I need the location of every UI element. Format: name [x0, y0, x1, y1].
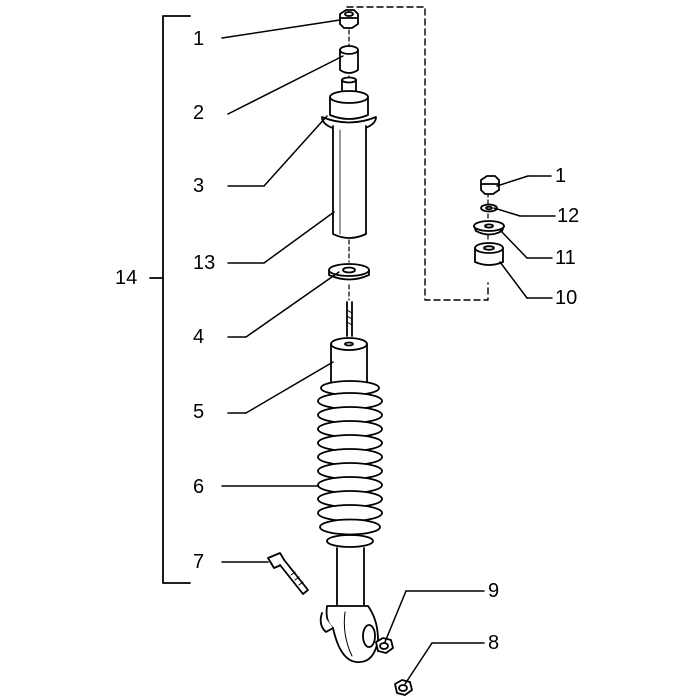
- callout-5: 5: [193, 401, 205, 423]
- part-damper: [330, 301, 368, 393]
- part-upper-cover: [321, 76, 377, 239]
- callout-12: 12: [557, 205, 580, 227]
- callout-8: 8: [488, 632, 500, 654]
- part-nut-right: [480, 175, 500, 195]
- part-rubber-bushing: [474, 242, 504, 266]
- part-cup-washer: [473, 220, 505, 236]
- callout-9: 9: [488, 580, 500, 602]
- assembly-bracket: [162, 15, 191, 584]
- part-bolt: [267, 552, 309, 595]
- part-washer: [328, 263, 370, 281]
- callout-3: 3: [193, 175, 205, 197]
- callout-1: 1: [193, 28, 205, 50]
- callout-1-right: 1: [555, 165, 567, 187]
- callout-2: 2: [193, 102, 205, 124]
- callout-13: 13: [193, 252, 216, 274]
- callout-7: 7: [193, 551, 205, 573]
- leader-lines: [221, 19, 556, 685]
- part-small-washer: [480, 203, 498, 213]
- part-bushing: [339, 45, 359, 74]
- part-coil-spring: [317, 380, 383, 548]
- part-nut-8: [394, 679, 413, 696]
- callout-6: 6: [193, 476, 205, 498]
- callout-10: 10: [555, 287, 578, 309]
- part-lock-nut-9: [375, 637, 394, 654]
- part-nut-top: [339, 9, 359, 29]
- callout-11: 11: [555, 247, 576, 269]
- dashed-assembly-line: [346, 6, 489, 301]
- callout-4: 4: [193, 326, 205, 348]
- callout-14: 14: [115, 267, 138, 289]
- part-lower-body: [319, 547, 379, 663]
